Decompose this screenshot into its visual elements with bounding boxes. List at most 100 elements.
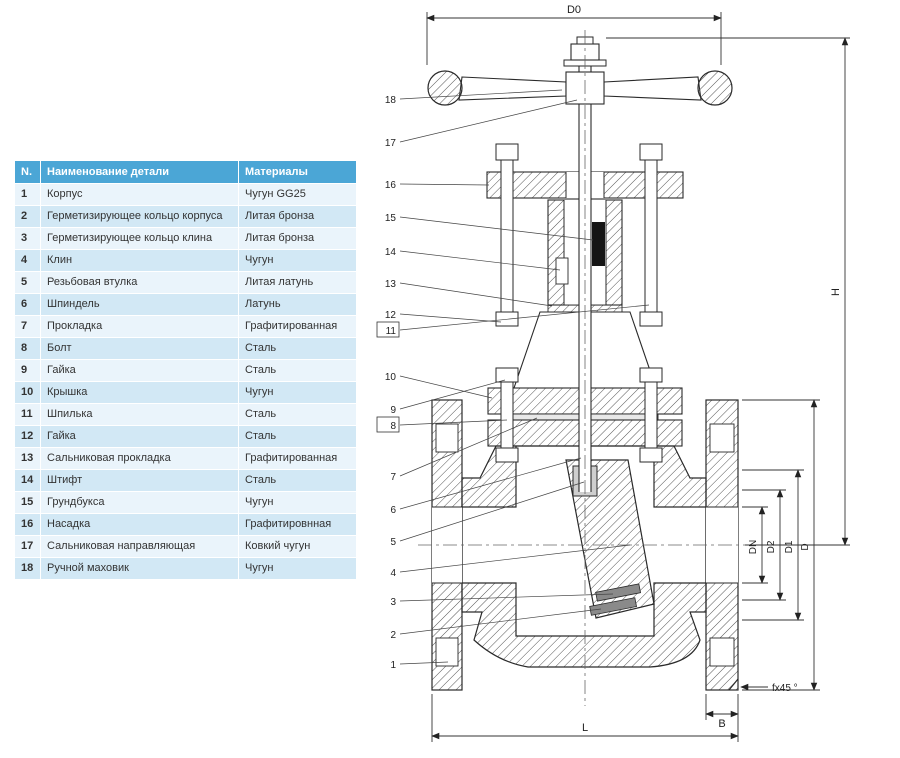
dim-b: B [705,694,739,742]
table-row: 17 Сальниковая направляющая Ковкий чугун [14,535,357,558]
svg-text:17: 17 [385,138,397,149]
part-label-16: 16 [385,180,490,191]
part-number-cell: 1 [14,183,41,206]
dim-label-d: D [800,543,811,550]
table-row: 2 Герметизирующее кольцо корпуса Литая б… [14,205,357,228]
svg-text:4: 4 [390,568,396,579]
centerlines [418,30,770,706]
part-label-14: 14 [385,247,561,271]
svg-text:2: 2 [390,630,396,641]
part-material-cell: Литая бронза [238,227,357,250]
part-material-cell: Графитированная [238,315,357,338]
svg-text:7: 7 [390,472,396,483]
part-material-cell: Чугун [238,381,357,404]
bolt-hole [709,423,735,453]
part-material-cell: Литая латунь [238,271,357,294]
part-number-cell: 3 [14,227,41,250]
packing [592,222,605,266]
part-label-6: 6 [390,457,582,516]
part-number-cell: 15 [14,491,41,514]
dim-label-l: L [582,722,588,734]
part-label-18: 18 [385,89,563,106]
part-number-cell: 4 [14,249,41,272]
hex-nut [495,367,519,383]
table-row: 4 Клин Чугун [14,249,357,272]
body-seal-ring [589,597,638,616]
upper-studs [495,143,663,327]
bolt-hole [435,423,459,453]
part-material-cell: Чугун [238,249,357,272]
part-number-cell: 12 [14,425,41,448]
dim-label-dn: DN [748,540,759,554]
part-name-cell: Герметизирующее кольцо корпуса [40,205,239,228]
part-name-cell: Сальниковая прокладка [40,447,239,470]
part-name-cell: Штифт [40,469,239,492]
svg-text:14: 14 [385,247,397,258]
part-label-15: 15 [385,213,594,241]
parts-table: N. Наименование детали Материалы 1 Корпу… [14,160,357,580]
part-label-3: 3 [390,593,614,608]
wheel-rim-left [427,70,463,106]
parts-table-header: N. Наименование детали Материалы [14,160,357,184]
part-label-9: 9 [390,379,506,416]
part-name-cell: Сальниковая направляющая [40,535,239,558]
part-label-17: 17 [385,99,578,149]
dim-label-b: B [718,718,725,730]
part-name-cell: Крышка [40,381,239,404]
table-row: 1 Корпус Чугун GG25 [14,183,357,206]
table-row: 16 Насадка Графитировнная [14,513,357,536]
gland-pin [555,257,569,285]
table-row: 11 Шпилька Сталь [14,403,357,426]
dim-label-d1: D1 [784,540,795,553]
part-material-cell: Сталь [238,403,357,426]
part-number-cell: 5 [14,271,41,294]
part-material-cell: Сталь [238,425,357,448]
part-number-cell: 14 [14,469,41,492]
part-name-cell: Прокладка [40,315,239,338]
part-labels: 18 17 16 15 14 13 [376,89,650,671]
part-number-cell: 18 [14,557,41,580]
part-material-cell: Ковкий чугун [238,535,357,558]
bonnet-studs [495,367,663,463]
part-number-cell: 17 [14,535,41,558]
svg-text:9: 9 [390,405,396,416]
part-number-cell: 6 [14,293,41,316]
table-row: 13 Сальниковая прокладка Графитированная [14,447,357,470]
dim-d: D [742,399,820,691]
part-label-13: 13 [385,279,553,307]
part-label-7: 7 [390,417,538,483]
table-row: 10 Крышка Чугун [14,381,357,404]
part-number-cell: 7 [14,315,41,338]
table-row: 6 Шпиндель Латунь [14,293,357,316]
svg-text:6: 6 [390,505,396,516]
part-label-12: 12 [385,310,502,323]
svg-text:12: 12 [385,310,397,321]
part-number-cell: 16 [14,513,41,536]
part-name-cell: Болт [40,337,239,360]
dim-l: L [431,694,739,742]
part-material-cell: Латунь [238,293,357,316]
header-row: N. Наименование детали Материалы [14,160,357,184]
chamfer-note: fx45 ° [740,683,798,694]
parts-table-body: 1 Корпус Чугун GG25 2 Герметизирующее ко… [14,183,357,580]
header-num: N. [14,160,41,184]
part-label-2: 2 [390,608,602,641]
svg-text:16: 16 [385,180,397,191]
hex-nut [639,367,663,383]
part-number-cell: 11 [14,403,41,426]
table-row: 5 Резьбовая втулка Литая латунь [14,271,357,294]
svg-text:15: 15 [385,213,397,224]
part-label-11: 11 [376,304,650,338]
hex-nut [639,447,663,463]
left-flange [431,399,463,691]
table-row: 7 Прокладка Графитированная [14,315,357,338]
table-row: 15 Грундбукса Чугун [14,491,357,514]
part-name-cell: Резьбовая втулка [40,271,239,294]
part-name-cell: Корпус [40,183,239,206]
dim-dn: DN [742,506,768,584]
part-name-cell: Гайка [40,359,239,382]
svg-text:11: 11 [386,326,397,337]
dim-d1: D1 [742,469,804,621]
